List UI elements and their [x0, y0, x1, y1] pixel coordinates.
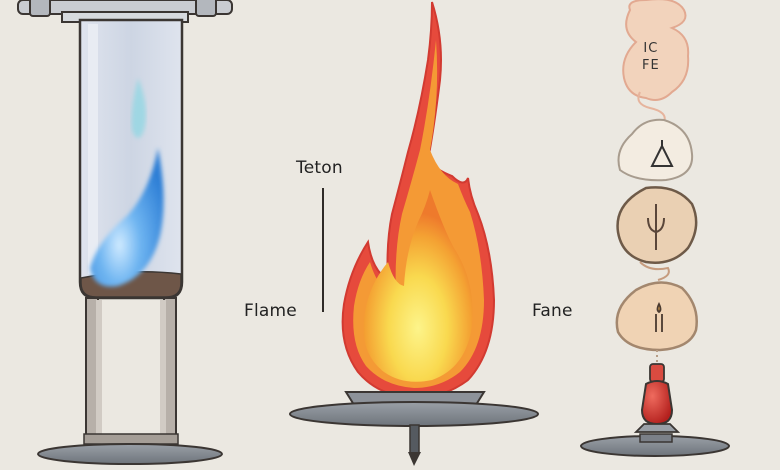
fork-icon [647, 204, 665, 250]
flame-label-left: Flame [244, 301, 297, 321]
tube-stand [37, 297, 223, 465]
burner-plate [289, 401, 539, 427]
tube-apparatus [17, 0, 233, 465]
red-bottle [580, 363, 730, 457]
candle-icon [655, 301, 663, 332]
center-burner [289, 1, 539, 466]
top-blob [622, 0, 690, 130]
flame-core [363, 190, 473, 382]
mid-blob [617, 118, 694, 182]
teton-label: Teton [296, 158, 343, 178]
blue-flame [90, 148, 164, 287]
right-stack [580, 0, 730, 457]
flame-label-right: Fane [532, 301, 573, 321]
tube-clamp [17, 0, 233, 23]
flask-icon [650, 140, 674, 167]
cyan-wisp [131, 78, 146, 138]
top-blob-text: IC FE [642, 41, 660, 73]
